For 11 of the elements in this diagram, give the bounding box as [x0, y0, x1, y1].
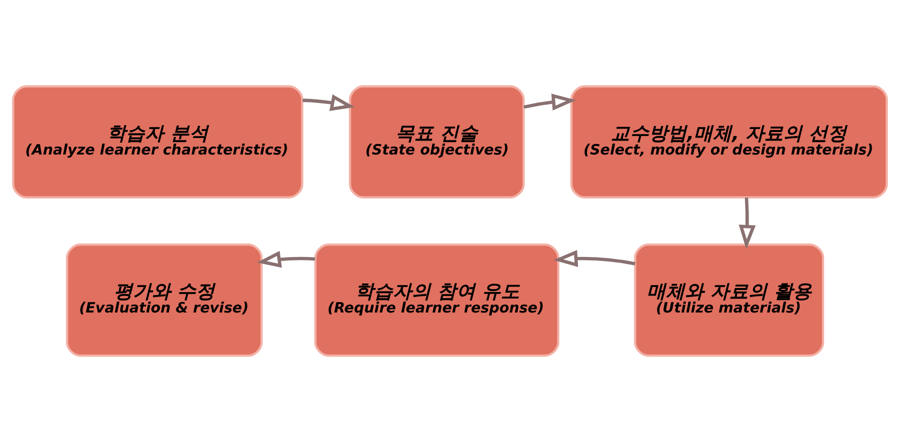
node-box: 교수방법,매체, 자료의 선정 (Select, modify or design materials) [570, 84, 888, 198]
arrow [524, 93, 576, 110]
node-box: 목표 진술 (State objectives) [348, 84, 525, 198]
node-box: 매체와 자료의 활용 (Utilize materials) [634, 243, 824, 356]
node-box: 학습자의 참여 유도 (Require learner response) [314, 243, 560, 356]
arrow [256, 250, 316, 268]
node-box: 학습자 분석 (Analyze learner characteristics) [12, 84, 304, 198]
arrow [738, 196, 756, 249]
arrow [553, 250, 636, 266]
node-box: 평가와 수정 (Evaluation & revise) [66, 243, 263, 356]
arrow [302, 94, 355, 110]
